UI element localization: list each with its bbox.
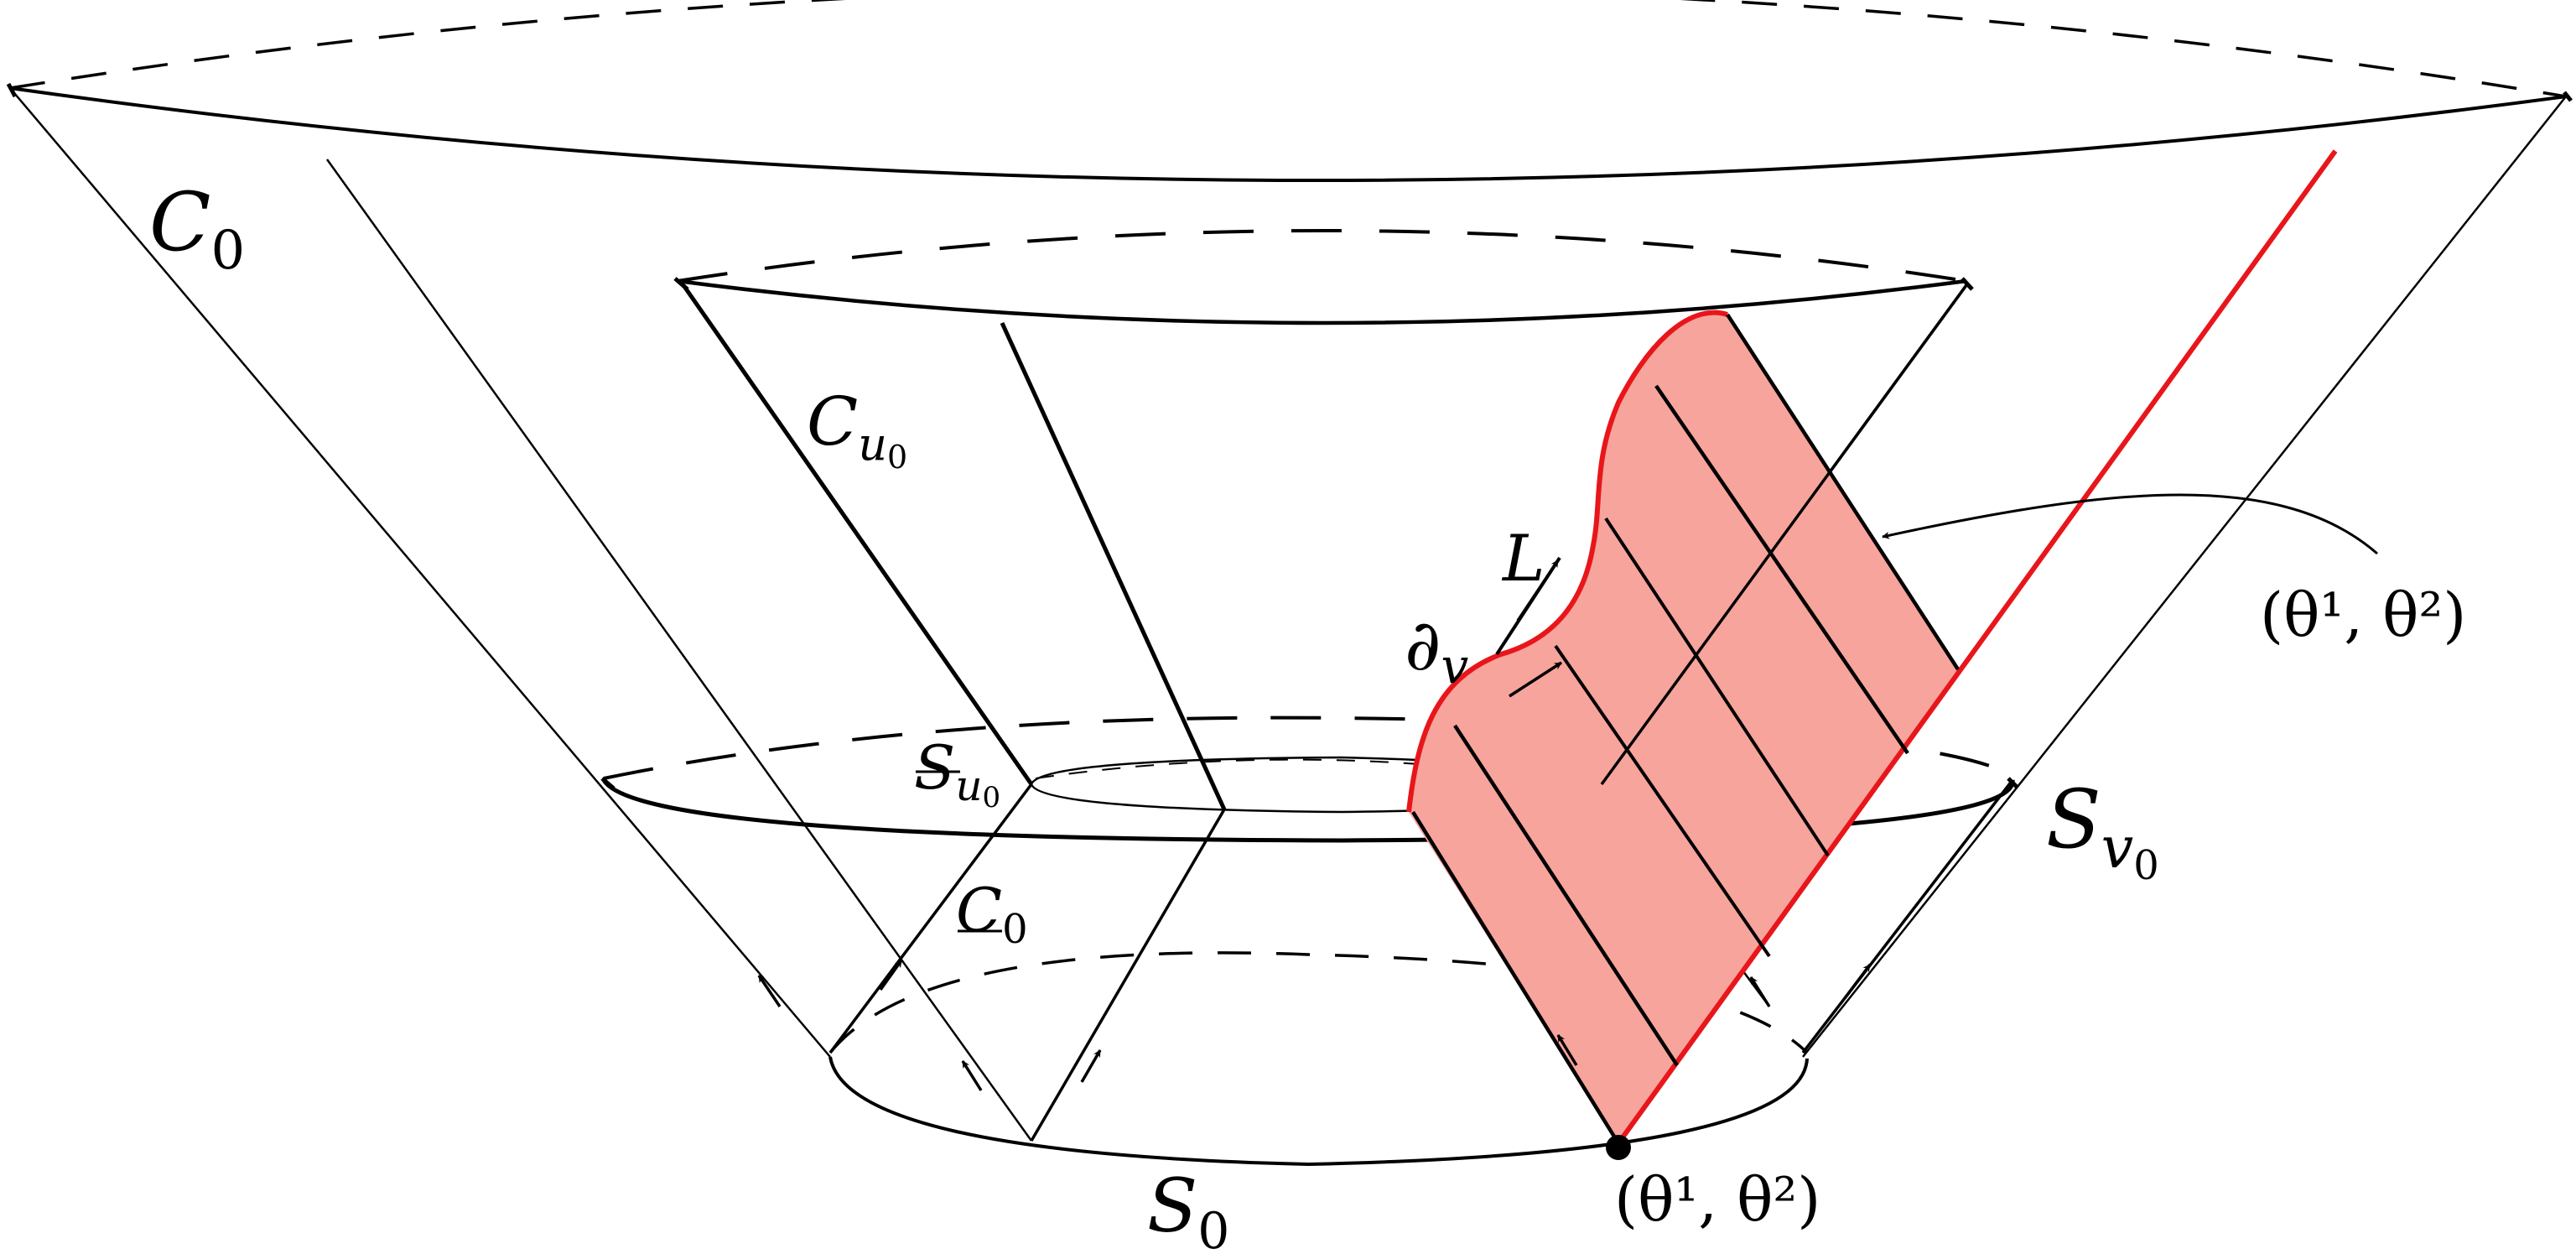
arrow-3 (961, 1060, 983, 1091)
arrow-2 (879, 959, 903, 991)
arrows (757, 493, 2378, 1091)
outer-top-ellipse-back (9, 0, 2567, 98)
label-coord-right: (θ¹, θ²) (2260, 580, 2466, 650)
bottom-sphere-s0 (828, 951, 1809, 1167)
dv-arrow (1509, 661, 1562, 698)
outer-left-edge (9, 87, 831, 1058)
incoming-left-1 (828, 783, 1033, 1054)
label-L: L (1501, 521, 1545, 596)
pointer-arrow (1882, 493, 2378, 555)
red-strip (1406, 149, 2338, 1145)
svg-text:C0: C0 (956, 875, 1028, 953)
arrow-4 (1080, 1049, 1102, 1083)
label-c0: C0 (149, 175, 245, 282)
incoming-right-2 (1801, 778, 2014, 1054)
label-c-u0: Cu0 (807, 382, 907, 476)
red-line (1616, 149, 2338, 1145)
ellipse-end-ticks (6, 82, 2573, 790)
sv0-front (601, 778, 2015, 843)
s0-front (828, 1056, 1809, 1167)
inner-top-ellipse-back (677, 229, 1967, 283)
strip-left-edge (1411, 810, 1620, 1145)
arrow-6 (1749, 976, 1771, 1007)
inner-left-edge (681, 284, 1034, 786)
red-curve (1406, 310, 1728, 813)
label-dv: ∂v (1405, 604, 1468, 695)
outer-cone (9, 0, 2567, 1142)
inner-generator (1000, 321, 1227, 811)
incoming-mid (1030, 809, 1226, 1142)
arrow-5 (1556, 1034, 1578, 1066)
label-coord-bottom: (θ¹, θ²) (1614, 1164, 1820, 1235)
strip-top-edge (1726, 313, 1960, 671)
outer-top-ellipse-front (9, 86, 2567, 183)
label-cbar0: C0 (956, 875, 1028, 953)
svg-text:Su0: Su0 (914, 732, 1000, 814)
strip-diagonal (1600, 284, 1968, 786)
s0-back (828, 951, 1809, 1054)
label-s0: S0 (1147, 1163, 1229, 1254)
label-s-u0: Su0 (914, 732, 1000, 814)
origin-point (1606, 1135, 1631, 1160)
red-strip-fill (1409, 312, 1958, 1144)
arrow-7 (1843, 963, 1872, 1000)
arrow-1 (757, 975, 782, 1007)
inner-top-ellipse-front (677, 278, 1967, 325)
outer-generator-1 (325, 159, 1033, 1142)
L-arrow (1516, 559, 1560, 622)
label-s-v0: Sv0 (2046, 773, 2159, 889)
outer-right-edge (1802, 96, 2567, 1058)
